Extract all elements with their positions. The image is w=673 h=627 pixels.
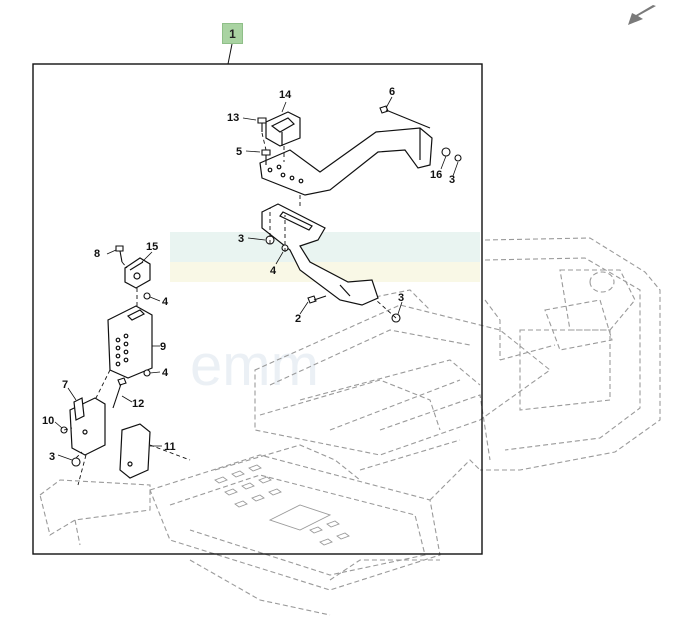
back-arrow-icon[interactable]	[622, 3, 660, 29]
watermark-text: emm	[190, 333, 319, 398]
adjuster-plate	[107, 305, 153, 379]
lower-mount-bracket	[261, 203, 379, 306]
callout-3: 3	[49, 451, 55, 463]
callout-8: 8	[94, 248, 100, 260]
callout-2: 2	[295, 313, 301, 325]
floor-plate-pattern	[214, 464, 350, 546]
mount-block	[124, 257, 151, 289]
callout-labels: 14 13 5 6 16 3 3 4 2 3 8 15 4 9 4 7 12 1…	[42, 86, 455, 463]
callout-4: 4	[162, 296, 169, 308]
callout-15: 15	[146, 241, 158, 253]
assembly-frame	[32, 63, 483, 555]
callout-16: 16	[430, 169, 442, 181]
cover-plate	[119, 423, 151, 479]
callout-12: 12	[132, 398, 144, 410]
callout-5: 5	[236, 146, 242, 158]
callout-6: 6	[389, 86, 395, 98]
lower-side-bracket	[69, 397, 106, 456]
watermark: emm	[170, 232, 480, 398]
callout-13: 13	[227, 112, 239, 124]
callout-11: 11	[164, 441, 176, 453]
assembly-leader	[227, 43, 233, 65]
callout-14: 14	[279, 89, 292, 101]
callout-3: 3	[398, 292, 404, 304]
callout-10: 10	[42, 415, 54, 427]
callout-4: 4	[162, 367, 169, 379]
clamp-block	[265, 111, 301, 147]
callout-9: 9	[160, 341, 166, 353]
callout-leaders	[54, 96, 459, 461]
assembly-leaders	[63, 132, 397, 486]
callout-4: 4	[270, 265, 277, 277]
callout-7: 7	[62, 379, 68, 391]
chassis-outline	[39, 237, 661, 616]
fasteners	[60, 105, 462, 467]
callout-3: 3	[449, 174, 455, 186]
assembly-number-badge: 1	[222, 23, 243, 44]
upper-mount-bracket	[259, 127, 433, 196]
callout-3: 3	[238, 233, 244, 245]
